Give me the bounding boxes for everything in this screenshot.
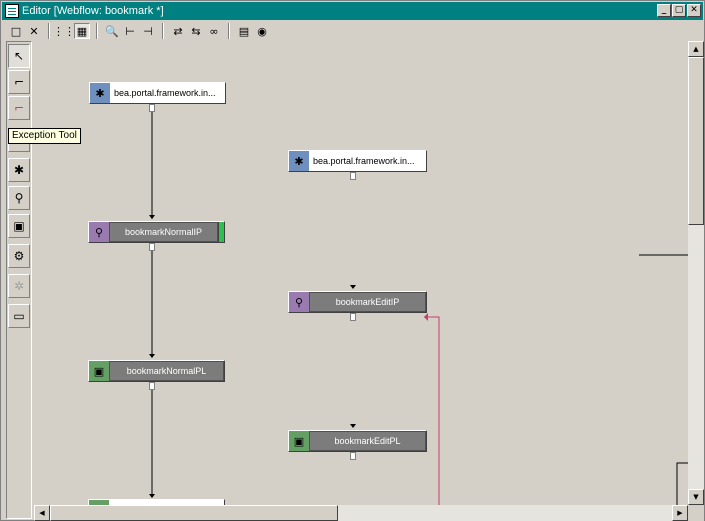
- node-label: bookmarkNormalPL: [109, 361, 224, 381]
- scroll-down-button[interactable]: ▼: [688, 489, 704, 505]
- presentation-node-tool-button[interactable]: ▣: [8, 214, 30, 238]
- presentation-icon: ▣: [289, 431, 309, 451]
- flip-button[interactable]: ⇄: [173, 24, 183, 38]
- input-processor-tool-button[interactable]: ⚲: [8, 186, 30, 210]
- title-bar[interactable]: Editor [Webflow: bookmark *] _ ▢ ✕: [2, 2, 703, 20]
- maximize-button[interactable]: ▢: [672, 4, 686, 17]
- align-left-button[interactable]: ⊢: [125, 24, 135, 38]
- validate-button[interactable]: ◉: [257, 24, 267, 38]
- transition-arrowhead: [149, 354, 155, 358]
- presentation-node-partial[interactable]: ▣: [88, 499, 225, 505]
- new-button[interactable]: □: [10, 24, 22, 38]
- align-right-button[interactable]: ⊣: [143, 24, 153, 38]
- vertical-scroll-thumb[interactable]: [688, 57, 704, 225]
- presentation-node-bookmark-normal-pl[interactable]: ▣ bookmarkNormalPL: [88, 360, 225, 382]
- output-port[interactable]: [149, 382, 155, 390]
- scroll-left-button[interactable]: ◀: [34, 505, 50, 521]
- output-port[interactable]: [149, 243, 155, 251]
- presentation-icon: ▣: [89, 500, 109, 505]
- transition-arrowhead: [350, 424, 356, 428]
- scroll-right-button[interactable]: ▶: [672, 505, 688, 521]
- horizontal-scrollbar[interactable]: ◀ ▶: [34, 505, 688, 521]
- close-button[interactable]: ✕: [687, 4, 701, 17]
- input-processor-node-bookmark-normal-ip[interactable]: ⚲ bookmarkNormalIP: [88, 221, 225, 243]
- offscreen-transition-line[interactable]: [676, 462, 688, 505]
- input-processor-icon: ⚲: [289, 292, 309, 312]
- window-controls: _ ▢ ✕: [657, 4, 701, 17]
- event-node-tool-button[interactable]: ✱: [8, 158, 30, 182]
- select-tool-button[interactable]: ↖: [8, 44, 30, 68]
- proxy-tool-button[interactable]: ▭: [8, 304, 30, 328]
- pipeline-tool-button[interactable]: ⚙: [8, 244, 30, 268]
- window-title: Editor [Webflow: bookmark *]: [22, 5, 164, 17]
- transition-tool-button[interactable]: ⌐: [8, 70, 30, 94]
- wildcard-tool-button[interactable]: ✲: [8, 274, 30, 298]
- grid-button[interactable]: ⋮⋮: [53, 24, 75, 38]
- properties-button[interactable]: ▤: [238, 24, 250, 38]
- minimize-button[interactable]: _: [657, 4, 671, 17]
- output-port[interactable]: [350, 313, 356, 321]
- node-label: bookmarkEditIP: [309, 292, 426, 312]
- flip-alt-button[interactable]: ⇆: [191, 24, 201, 38]
- presentation-icon: ▣: [89, 361, 109, 381]
- output-port[interactable]: [350, 452, 356, 460]
- node-label: bea.portal.framework.in...: [309, 151, 426, 171]
- vertical-scrollbar[interactable]: ▲ ▼: [688, 41, 704, 505]
- node-label: bea.portal.framework.in...: [110, 83, 225, 103]
- tool-palette: ↖ ⌐ ⌐ ▭ ✱ ⚲ ▣ ⚙ ✲ ▭: [6, 41, 32, 519]
- transition-arrowhead: [350, 285, 356, 289]
- tool-tooltip: Exception Tool: [8, 128, 81, 144]
- toolbar: □ ✕ ⋮⋮ ▦ 🔍 ⊢ ⊣ ⇄ ⇆ ∞ ▤ ◉: [2, 21, 703, 41]
- toolbar-separator: [228, 23, 230, 39]
- scroll-up-button[interactable]: ▲: [688, 41, 704, 57]
- transition-arrowhead: [149, 494, 155, 498]
- node-label: [109, 500, 224, 505]
- find-button[interactable]: ∞: [209, 24, 219, 38]
- event-icon: ✱: [289, 151, 309, 171]
- horizontal-scroll-thumb[interactable]: [50, 505, 338, 521]
- zoom-button[interactable]: 🔍: [105, 24, 119, 38]
- toolbar-separator: [96, 23, 98, 39]
- connector-layer: [151, 109, 688, 505]
- delete-button[interactable]: ✕: [29, 24, 39, 38]
- selection-indicator: [218, 222, 224, 242]
- app-icon: [5, 4, 19, 18]
- exception-arrowhead: [424, 313, 428, 321]
- event-icon: ✱: [90, 83, 110, 103]
- snap-to-grid-button[interactable]: ▦: [74, 23, 90, 39]
- output-port[interactable]: [149, 104, 155, 112]
- webflow-canvas[interactable]: ✱ bea.portal.framework.in... ✱ bea.porta…: [34, 41, 688, 505]
- input-processor-icon: ⚲: [89, 222, 109, 242]
- event-node-bea-portal-1[interactable]: ✱ bea.portal.framework.in...: [89, 82, 226, 104]
- node-label: bookmarkNormalIP: [109, 222, 218, 242]
- input-processor-node-bookmark-edit-ip[interactable]: ⚲ bookmarkEditIP: [288, 291, 427, 313]
- transition-arrowhead: [149, 215, 155, 219]
- exception-line[interactable]: [424, 316, 440, 505]
- output-port[interactable]: [350, 172, 356, 180]
- toolbar-separator: [48, 23, 50, 39]
- exception-tool-button[interactable]: ⌐: [8, 96, 30, 120]
- scrollbar-corner: [688, 505, 704, 521]
- presentation-node-bookmark-edit-pl[interactable]: ▣ bookmarkEditPL: [288, 430, 427, 452]
- toolbar-separator: [162, 23, 164, 39]
- node-label: bookmarkEditPL: [309, 431, 426, 451]
- event-node-bea-portal-2[interactable]: ✱ bea.portal.framework.in...: [288, 150, 427, 172]
